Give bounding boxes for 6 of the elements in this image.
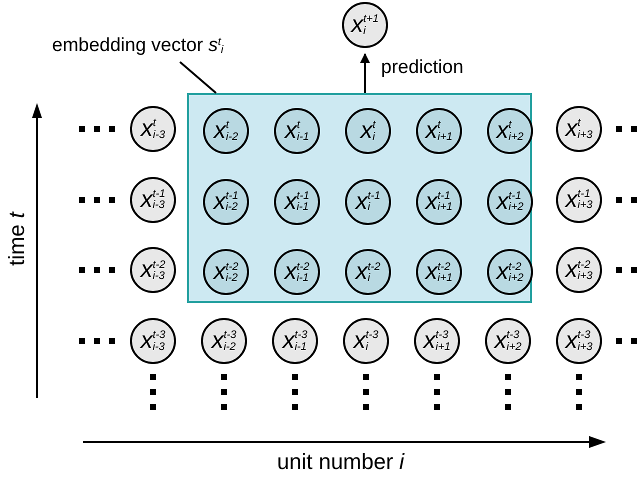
highlight-region bbox=[187, 93, 532, 303]
axis-label: unit number i bbox=[277, 451, 404, 473]
edge-label: prediction bbox=[381, 58, 464, 77]
arrow bbox=[360, 53, 370, 93]
leader-line bbox=[179, 61, 217, 94]
axis-label: time t bbox=[6, 212, 28, 266]
